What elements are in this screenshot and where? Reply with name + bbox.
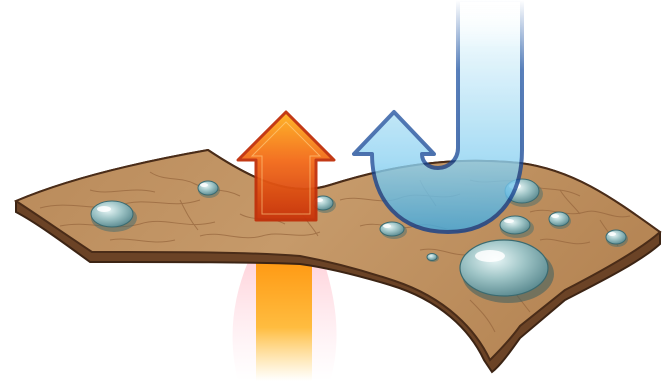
fabric-layer bbox=[16, 150, 660, 372]
heat-rising-arrow-icon bbox=[233, 262, 337, 381]
